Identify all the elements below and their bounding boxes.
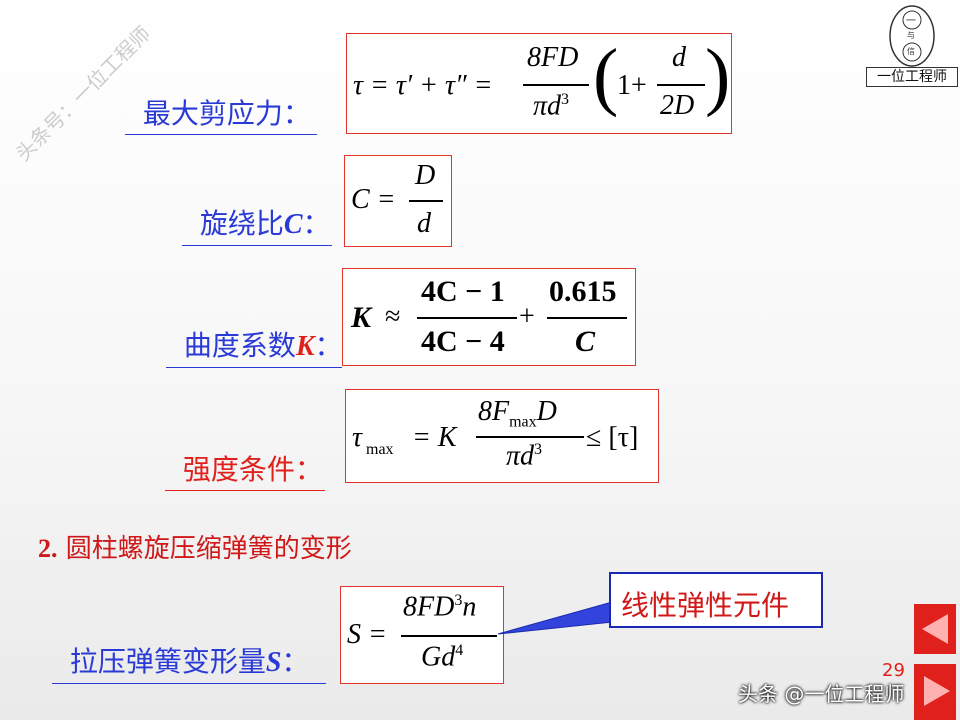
label-curvature: 曲度系数K： [166,304,343,368]
f2-numerator: D [415,160,436,191]
formula-curvature: K ≈ 4C − 1 4C − 4 + 0.615 C [342,268,636,366]
label-max-shear: 最大剪应力： [125,72,317,135]
f4-denominator: πd3 [506,440,543,472]
f3-numerator-1: 4C − 1 [421,275,505,308]
f1-denominator: πd3 [533,90,570,122]
logo-bottom-char: 信 [907,47,915,56]
f1-numerator: 8FD [527,42,579,73]
f4-tau-sub: max [366,441,394,458]
f1-frac-den: 2D [660,90,695,121]
f1-right-paren: ) [705,34,731,118]
formula-deformation: S = 8FD3n Gd4 [340,586,504,684]
f4-eq-k: = K [412,422,457,453]
callout-box: 线性弹性元件 [609,572,823,628]
previous-slide-button[interactable] [914,604,956,654]
f4-numerator: 8FmaxD [478,396,557,431]
f2-lhs: C = [351,184,396,215]
f3-numerator-2: 0.615 [549,275,617,308]
f3-plus: + [519,301,535,332]
triangle-left-icon [922,614,948,644]
f3-denominator-1: 4C − 4 [421,325,505,358]
label-deformation: 拉压弹簧变形量S： [52,620,326,684]
f3-lhs: K [351,301,372,334]
page-number: 29 [882,660,905,681]
label-strength: 强度条件： [165,428,325,491]
f5-denominator: Gd4 [421,641,464,673]
label-spring-index: 旋绕比C： [182,182,332,246]
f1-frac-num: d [672,42,686,73]
triangle-right-icon [924,676,950,706]
f4-tau: τ [352,422,363,453]
f5-lhs: S = [347,619,387,650]
formula-strength: τ max = K 8FmaxD πd3 ≤ [τ] [345,389,659,483]
next-slide-button[interactable] [914,664,956,720]
f5-numerator: 8FD3n [403,591,477,623]
footer-watermark: 头条 @一位工程师 [738,682,905,706]
logo-emblem-icon [889,5,935,67]
logo-caption: 一位工程师 [866,67,958,87]
f4-rhs: ≤ [τ] [586,422,639,453]
formula-spring-index: C = D d [344,155,452,247]
section-heading: 2. 圆柱螺旋压缩弹簧的变形 [38,534,352,564]
f1-lhs: τ = τ′ + τ″ = [353,70,493,101]
f3-approx: ≈ [385,301,401,332]
logo: 一 与 信 一位工程师 [866,4,958,87]
f1-left-paren: ( [593,34,619,118]
logo-top-char: 一 [906,16,916,27]
f3-denominator-2: C [575,325,596,358]
formula-max-shear: τ = τ′ + τ″ = 8FD πd3 ( 1+ d 2D ) [346,33,732,134]
callout-pointer [497,601,613,635]
f1-one-plus: 1+ [617,70,647,101]
f2-denominator: d [417,208,431,239]
callout-text: 线性弹性元件 [621,589,790,622]
logo-mid-char: 与 [907,31,915,40]
